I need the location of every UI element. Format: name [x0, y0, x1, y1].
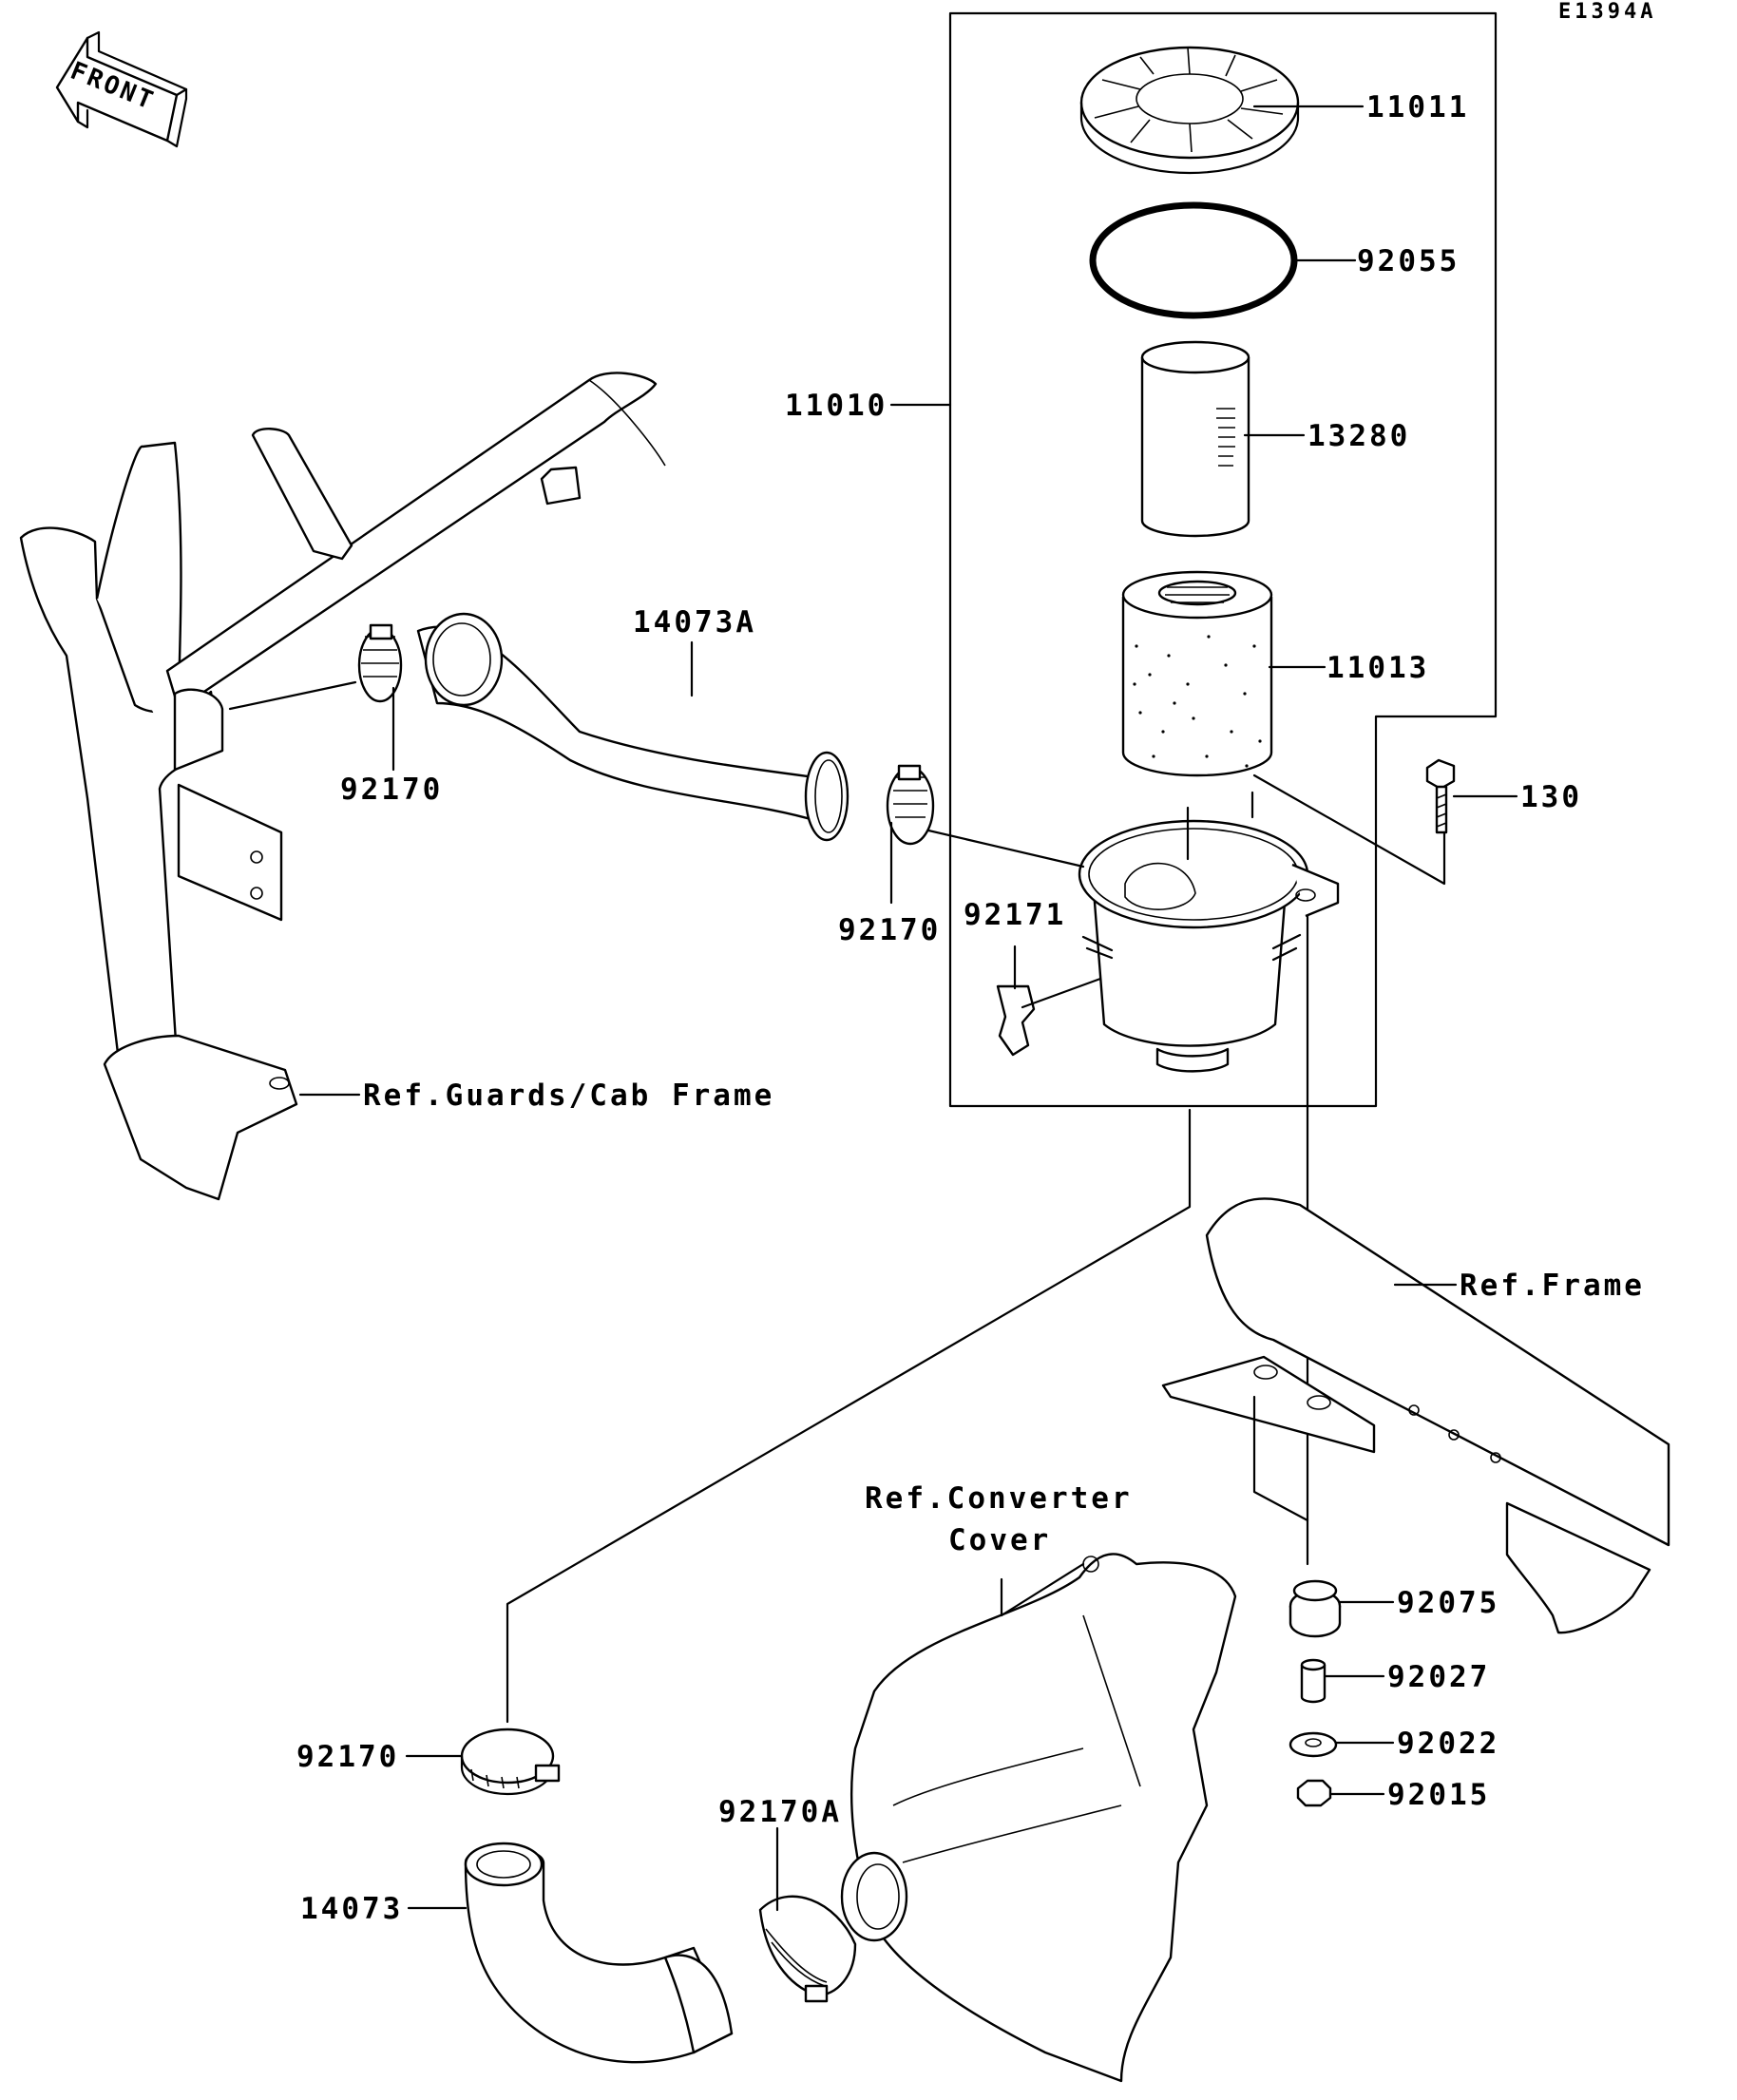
leader-lines	[228, 105, 1518, 1912]
part-label-92055: 92055	[1357, 244, 1460, 278]
ref-guards-cab-frame: Ref.Guards/Cab Frame	[363, 1079, 775, 1113]
part-label-92171: 92171	[964, 898, 1067, 932]
part-label-92170A: 92170A	[718, 1795, 842, 1829]
front-arrow-icon	[55, 30, 188, 148]
clamp-92170A	[758, 1895, 857, 2003]
diagram-code: E1394A	[1558, 0, 1657, 24]
part-label-92170-upper: 92170	[340, 773, 444, 807]
ref-converter-cover-line1: Ref.Converter	[865, 1481, 1133, 1516]
part-label-14073: 14073	[300, 1892, 404, 1926]
nut-92015	[1296, 1779, 1332, 1807]
converter-cover	[840, 1553, 1237, 2083]
part-label-92075: 92075	[1397, 1586, 1500, 1620]
clamp-92170-upper	[357, 623, 403, 703]
part-label-13280: 13280	[1308, 419, 1411, 453]
part-label-92027: 92027	[1387, 1660, 1491, 1694]
washer-92022	[1288, 1731, 1338, 1758]
part-label-92015: 92015	[1387, 1778, 1491, 1812]
clip-92171	[996, 984, 1036, 1057]
ref-converter-cover-line2: Cover	[948, 1523, 1052, 1557]
part-label-130: 130	[1520, 780, 1582, 814]
part-label-92022: 92022	[1397, 1727, 1500, 1761]
clamp-92170-middle	[886, 764, 935, 846]
part-label-11011: 11011	[1366, 90, 1470, 124]
oring-92055	[1089, 201, 1298, 319]
collar-92027	[1300, 1658, 1327, 1704]
bolt-130	[1425, 758, 1456, 834]
intake-hose-14073A	[416, 612, 849, 842]
filter-element-11013	[1121, 570, 1273, 777]
cab-frame-tube	[19, 372, 666, 1201]
air-cleaner-housing	[1078, 819, 1340, 1073]
cap-11011	[1079, 46, 1300, 175]
clamp-92170-lower	[460, 1728, 561, 1796]
part-label-11013: 11013	[1327, 651, 1430, 685]
grommet-92075	[1288, 1579, 1342, 1638]
part-label-92170-middle: 92170	[838, 913, 942, 947]
part-label-11010: 11010	[785, 389, 888, 423]
part-label-92170-lower: 92170	[296, 1740, 400, 1774]
part-label-14073A: 14073A	[633, 605, 756, 640]
prefilter-13280	[1140, 340, 1250, 538]
intake-hose-14073	[464, 1842, 734, 2064]
ref-frame: Ref.Frame	[1460, 1269, 1645, 1303]
frame-rail	[1161, 1197, 1670, 1634]
assembly-box-outline	[948, 11, 1498, 1108]
